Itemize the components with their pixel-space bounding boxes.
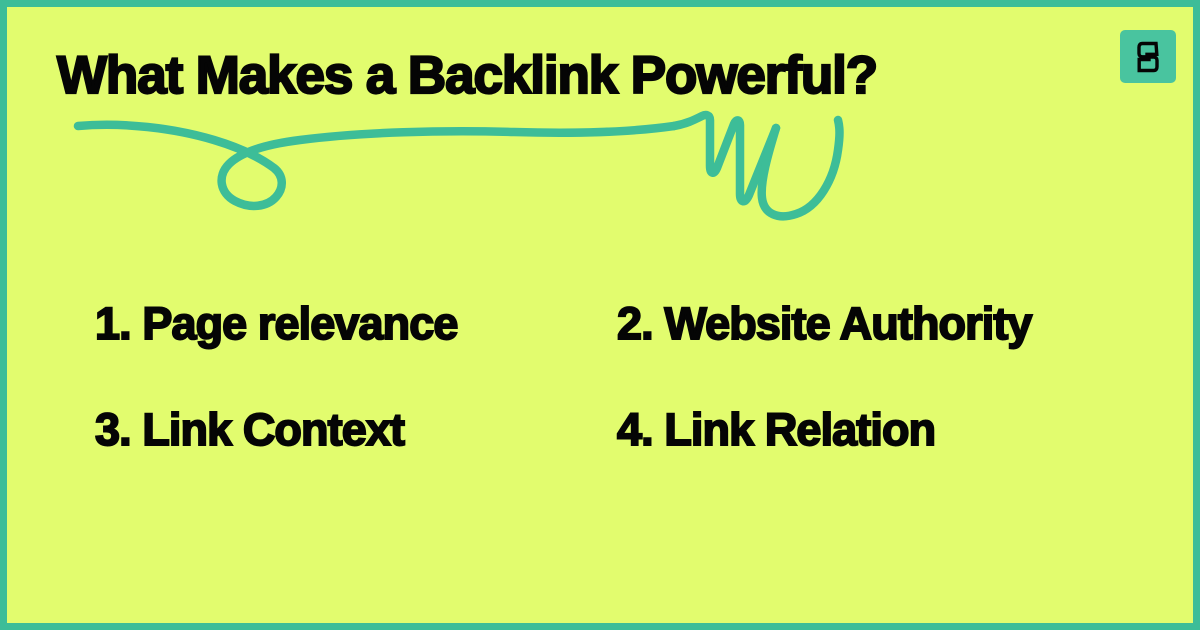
page-title: What Makes a Backlink Powerful? — [56, 45, 879, 106]
list-item: 2. Website Authority — [616, 297, 1033, 350]
swoosh-underline-decoration — [73, 110, 844, 221]
feature-list: 1. Page relevance 2. Website Authority 3… — [7, 295, 1193, 459]
list-item: 4. Link Relation — [616, 403, 937, 456]
list-item: 3. Link Context — [94, 403, 406, 456]
letter-s-icon — [1137, 41, 1159, 72]
brand-logo-badge — [1120, 30, 1176, 83]
list-item: 1. Page relevance — [94, 297, 459, 350]
